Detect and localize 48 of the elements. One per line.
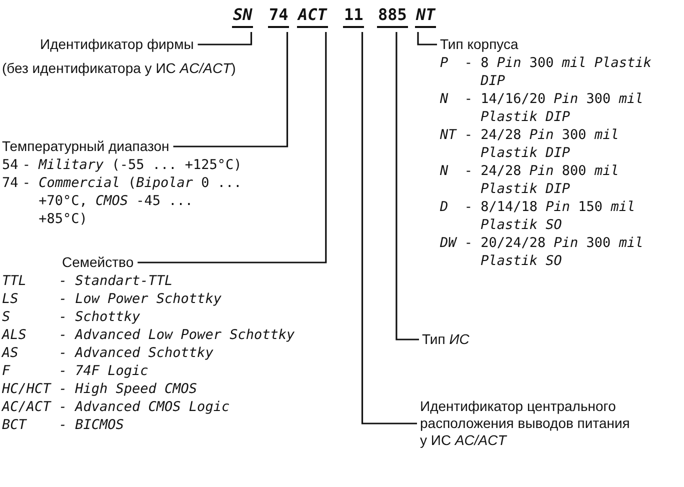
code-value: AS	[2, 344, 20, 362]
field-heading: Идентификатор фирмы	[40, 36, 194, 53]
part-number-segment: ACT	[297, 6, 328, 28]
code-value: S	[2, 308, 12, 326]
part-number-segment: 74	[268, 6, 290, 28]
leader-line	[396, 32, 419, 340]
code-value: DW	[440, 234, 458, 253]
code-value: 54	[2, 156, 20, 174]
part-number-segment: 11	[343, 6, 364, 28]
code-meaning: - Low Power Schottky	[58, 290, 222, 308]
field-description: Тип ИС	[422, 331, 542, 348]
code-value: N	[440, 162, 450, 181]
code-value: D	[440, 198, 450, 217]
code-meaning: - Commercial (Bipolar 0 ... +70°C, CMOS -45 ... +85°C)	[22, 174, 242, 228]
leader-line	[198, 32, 252, 46]
code-meaning: - Advanced CMOS Logic	[58, 398, 231, 416]
code-meaning: - 74F Logic	[58, 362, 150, 380]
leader-line	[138, 32, 327, 264]
code-value: BCT	[2, 416, 28, 434]
leader-line	[361, 32, 417, 424]
field-description: Идентификатор центрального расположения выводов питания у ИС AC/ACT	[420, 398, 630, 449]
code-value: HC/HCT	[2, 380, 52, 398]
code-meaning: - Schottky	[58, 308, 142, 326]
code-meaning: - Military (-55 ... +125°C)	[22, 156, 242, 174]
code-meaning: - Standart-TTL	[58, 272, 174, 290]
field-heading: Семейство	[62, 254, 134, 271]
code-meaning: - Advanced Schottky	[58, 344, 214, 362]
code-value: N	[440, 90, 450, 109]
part-number-segment: NT	[415, 6, 436, 28]
code-value: AC/ACT	[2, 398, 52, 416]
note-text: (без идентификатора у ИС AC/ACT)	[2, 60, 237, 77]
code-meaning: - BICMOS	[58, 416, 125, 434]
code-meaning: - 20/24/28 Pin 300 mil Plastik SO	[464, 234, 644, 270]
leader-line	[173, 32, 288, 148]
code-value: TTL	[2, 272, 28, 290]
code-value: P	[440, 54, 450, 73]
code-meaning: - Advanced Low Power Schottky	[58, 326, 296, 344]
field-heading: Температурный диапазон	[2, 138, 170, 155]
code-meaning: - High Speed CMOS	[58, 380, 198, 398]
part-number-segment: SN	[232, 6, 254, 28]
code-value: NT	[440, 126, 458, 145]
leader-line	[417, 32, 437, 46]
code-value: ALS	[2, 326, 28, 344]
code-value: F	[2, 362, 12, 380]
code-value: LS	[2, 290, 20, 308]
field-heading: Тип корпуса	[440, 36, 518, 53]
code-value: 74	[2, 174, 20, 193]
part-number-segment: 885	[377, 6, 408, 28]
